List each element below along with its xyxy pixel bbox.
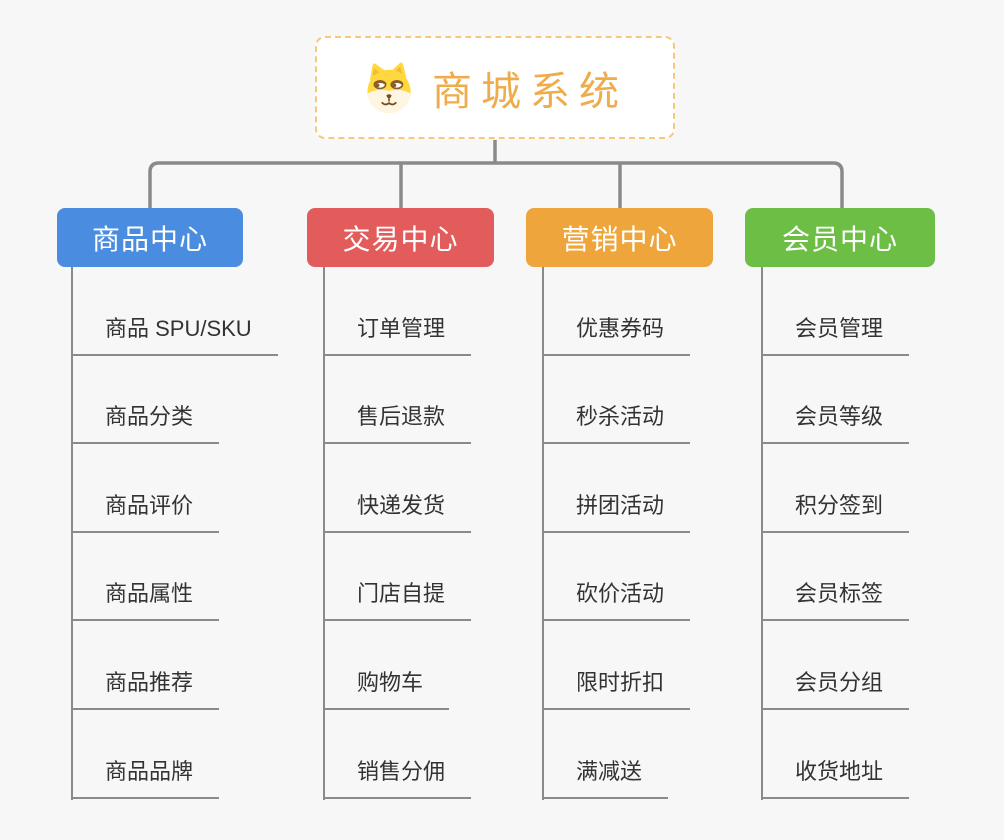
leaf-item: 满减送 xyxy=(543,710,690,799)
trunk-line-marketing xyxy=(542,267,544,800)
leaf-label[interactable]: 会员管理 xyxy=(762,311,910,356)
leaf-label[interactable]: 秒杀活动 xyxy=(543,399,691,445)
leaf-item: 销售分佣 xyxy=(324,710,472,799)
leaf-label[interactable]: 优惠券码 xyxy=(543,311,691,356)
branch-header-label: 营销中心 xyxy=(561,223,678,255)
leaf-label[interactable]: 购物车 xyxy=(324,665,450,710)
leaf-label[interactable]: 商品属性 xyxy=(72,576,220,622)
leaf-column-product: 商品 SPU/SKU 商品分类 商品评价 商品属性 商品推荐 商品品牌 xyxy=(72,267,278,799)
leaf-label[interactable]: 会员标签 xyxy=(762,576,910,622)
leaf-item: 商品品牌 xyxy=(72,710,278,799)
leaf-item: 快递发货 xyxy=(324,444,472,533)
branch-header-trade-center[interactable]: 交易中心 xyxy=(307,208,494,267)
leaf-item: 限时折扣 xyxy=(543,621,691,710)
leaf-item: 商品 SPU/SKU xyxy=(72,267,278,356)
trunk-line-member xyxy=(761,267,763,800)
leaf-label[interactable]: 会员分组 xyxy=(762,665,910,710)
leaf-item: 购物车 xyxy=(324,621,471,710)
leaf-label[interactable]: 限时折扣 xyxy=(543,665,691,710)
leaf-item: 订单管理 xyxy=(324,267,472,356)
leaf-item: 会员标签 xyxy=(762,533,910,622)
leaf-label[interactable]: 门店自提 xyxy=(324,576,472,622)
root-node[interactable]: 商城系统 xyxy=(315,36,675,139)
leaf-column-member: 会员管理 会员等级 积分签到 会员标签 会员分组 收货地址 xyxy=(762,267,910,799)
leaf-item: 售后退款 xyxy=(324,356,472,445)
leaf-item: 商品推荐 xyxy=(72,621,278,710)
leaf-label[interactable]: 快递发货 xyxy=(324,488,472,533)
leaf-column-trade: 订单管理 售后退款 快递发货 门店自提 购物车 销售分佣 xyxy=(324,267,472,799)
root-title: 商城系统 xyxy=(432,69,628,114)
leaf-label[interactable]: 满减送 xyxy=(543,754,669,799)
leaf-item: 优惠券码 xyxy=(543,267,691,356)
branch-header-label: 会员中心 xyxy=(781,223,898,255)
leaf-label[interactable]: 销售分佣 xyxy=(324,754,472,799)
leaf-label[interactable]: 订单管理 xyxy=(324,311,472,356)
trunk-line-product xyxy=(71,267,73,800)
leaf-label[interactable]: 拼团活动 xyxy=(543,488,691,533)
leaf-item: 商品分类 xyxy=(72,356,278,445)
branch-header-label: 交易中心 xyxy=(342,223,459,255)
leaf-label[interactable]: 积分签到 xyxy=(762,488,910,533)
trunk-line-trade xyxy=(323,267,325,800)
leaf-item: 秒杀活动 xyxy=(543,356,691,445)
branch-header-member-center[interactable]: 会员中心 xyxy=(745,208,935,267)
leaf-label[interactable]: 收货地址 xyxy=(762,754,910,799)
branch-header-label: 商品中心 xyxy=(91,223,208,255)
leaf-item: 商品评价 xyxy=(72,444,278,533)
leaf-item: 商品属性 xyxy=(72,533,278,622)
leaf-item: 收货地址 xyxy=(762,710,910,799)
branch-header-product-center[interactable]: 商品中心 xyxy=(57,208,243,267)
leaf-label[interactable]: 商品 SPU/SKU xyxy=(72,311,278,356)
shiba-dog-icon xyxy=(367,62,411,113)
leaf-label[interactable]: 商品评价 xyxy=(72,488,220,533)
leaf-label[interactable]: 商品分类 xyxy=(72,399,220,445)
leaf-label[interactable]: 商品推荐 xyxy=(72,665,220,710)
leaf-item: 会员分组 xyxy=(762,621,910,710)
leaf-item: 砍价活动 xyxy=(543,533,691,622)
leaf-item: 会员管理 xyxy=(762,267,910,356)
branch-header-marketing-center[interactable]: 营销中心 xyxy=(526,208,713,267)
leaf-item: 积分签到 xyxy=(762,444,910,533)
leaf-item: 门店自提 xyxy=(324,533,472,622)
leaf-label[interactable]: 砍价活动 xyxy=(543,576,691,622)
leaf-label[interactable]: 售后退款 xyxy=(324,399,472,445)
leaf-label[interactable]: 会员等级 xyxy=(762,399,910,445)
leaf-item: 拼团活动 xyxy=(543,444,691,533)
leaf-item: 会员等级 xyxy=(762,356,910,445)
leaf-column-marketing: 优惠券码 秒杀活动 拼团活动 砍价活动 限时折扣 满减送 xyxy=(543,267,691,799)
leaf-label[interactable]: 商品品牌 xyxy=(72,754,220,799)
bus-line xyxy=(148,161,844,208)
